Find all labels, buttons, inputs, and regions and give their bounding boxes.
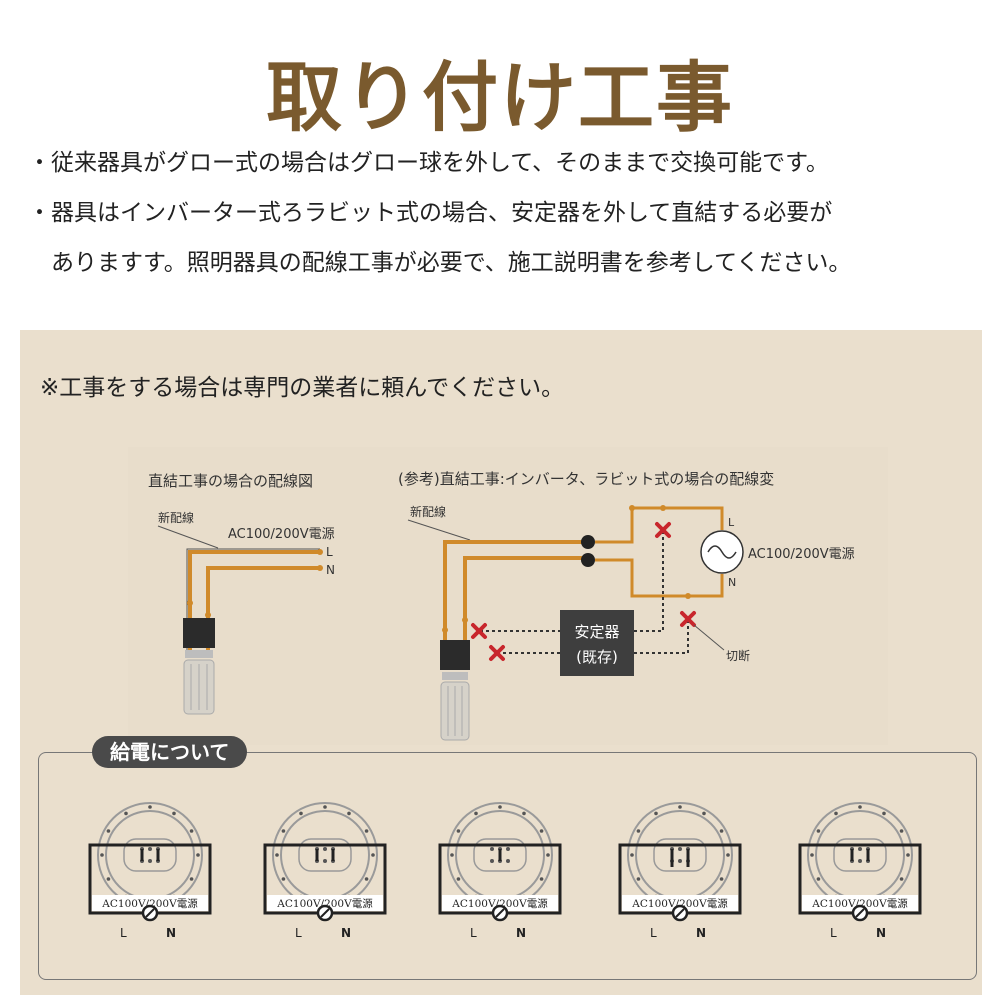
cut-label: 切断: [726, 648, 750, 663]
right-lamp-base: [440, 640, 470, 670]
power-unit-label: AC100V/200V電源: [631, 897, 728, 910]
left-n-label: N: [326, 563, 335, 577]
power-unit-n: N: [696, 926, 706, 940]
power-unit-n: N: [516, 926, 526, 940]
note-line-3: ありますす。照明器具の配線工事が必要で、施工説明書を参考してください。: [28, 250, 852, 276]
power-unit-n: N: [341, 926, 351, 940]
right-power-label: AC100/200V電源: [748, 547, 855, 562]
right-new-wiring-label: 新配線: [410, 504, 446, 519]
left-node-1: [187, 600, 193, 606]
right-diagram-title: (参考)直結工事:インバータ、ラビット式の場合の配線変: [398, 470, 774, 488]
power-unit-2: AC100V/200V電源 L N: [263, 802, 387, 940]
cut-mark-2: [489, 645, 505, 661]
left-l-label: L: [326, 545, 333, 559]
left-leader-line: [157, 525, 219, 549]
power-unit-4: AC100V/200V電源 L N: [618, 802, 742, 940]
power-supply-section: [38, 752, 977, 980]
power-unit-label: AC100V/200V電源: [811, 897, 908, 910]
inverter-wiring-diagram: (参考)直結工事:インバータ、ラビット式の場合の配線変 新配線 L N AC10…: [398, 470, 855, 741]
lamp-inner-ring: [280, 810, 370, 900]
power-unit-label: AC100V/200V電源: [451, 897, 548, 910]
ballast-label-2: (既存): [576, 648, 618, 666]
power-unit-3: AC100V/200V電源 L N: [438, 802, 562, 940]
left-lamp-collar: [185, 650, 213, 658]
power-unit-l: L: [650, 926, 657, 940]
right-wire-l: [443, 540, 588, 668]
left-terminal-l: [317, 549, 323, 555]
left-lamp-base: [183, 618, 215, 648]
lamp-outer-ring: [627, 802, 733, 908]
left-diagram-title: 直結工事の場合の配線図: [148, 472, 313, 490]
power-unit-label: AC100V/200V電源: [101, 897, 198, 910]
diagram-sheet: [128, 447, 888, 745]
ballast-box: [560, 610, 634, 676]
power-unit-l: L: [295, 926, 302, 940]
left-node-2: [205, 612, 211, 618]
direct-wiring-diagram: 直結工事の場合の配線図 新配線 AC100/200V電源 L N: [148, 472, 335, 715]
left-wire-l: [188, 550, 320, 650]
right-n-label: N: [728, 576, 736, 589]
power-unit-n: N: [876, 926, 886, 940]
lamp-outer-ring: [807, 802, 913, 908]
left-terminal-n: [317, 565, 323, 571]
power-unit-n: N: [166, 926, 176, 940]
left-wire-l-edge: [186, 548, 320, 650]
power-unit-5: AC100V/200V電源 L N: [798, 802, 922, 940]
lamp-inner-ring: [105, 810, 195, 900]
wiring-diagrams: 直結工事の場合の配線図 新配線 AC100/200V電源 L N (参考)直結工…: [128, 447, 888, 745]
right-l-label: L: [728, 516, 735, 529]
lamp-inner-ring: [815, 810, 905, 900]
lamp-outer-ring: [97, 802, 203, 908]
left-power-label: AC100/200V電源: [228, 527, 335, 542]
page-title: 取り付け工事: [266, 53, 734, 142]
right-connector-1: [581, 535, 595, 549]
ballast-label-1: 安定器: [574, 623, 619, 641]
right-wire-to-n: [595, 558, 724, 598]
warning-text: ※工事をする場合は専門の業者に頼んでください。: [40, 375, 565, 401]
power-unit-label: AC100V/200V電源: [276, 897, 373, 910]
cut-mark-1: [471, 623, 487, 639]
power-supply-tag: 給電について: [92, 736, 248, 768]
right-wire-n: [463, 556, 588, 668]
cut-mark-4: [680, 611, 696, 627]
note-line-2: ・器具はインバーター式ろラビット式の場合、安定器を外して直結する必要が: [28, 200, 833, 226]
power-unit-l: L: [830, 926, 837, 940]
power-unit-1: AC100V/200V電源 L N: [88, 802, 212, 940]
power-unit-l: L: [470, 926, 477, 940]
lamp-outer-ring: [272, 802, 378, 908]
lamp-inner-ring: [635, 810, 725, 900]
left-new-wiring-label: 新配線: [158, 510, 194, 525]
right-connector-2: [581, 553, 595, 567]
power-unit-l: L: [120, 926, 127, 940]
cut-mark-3: [655, 522, 671, 538]
note-line-1: ・従来器具がグロー式の場合はグロー球を外して、そのままで交換可能です。: [28, 150, 829, 176]
